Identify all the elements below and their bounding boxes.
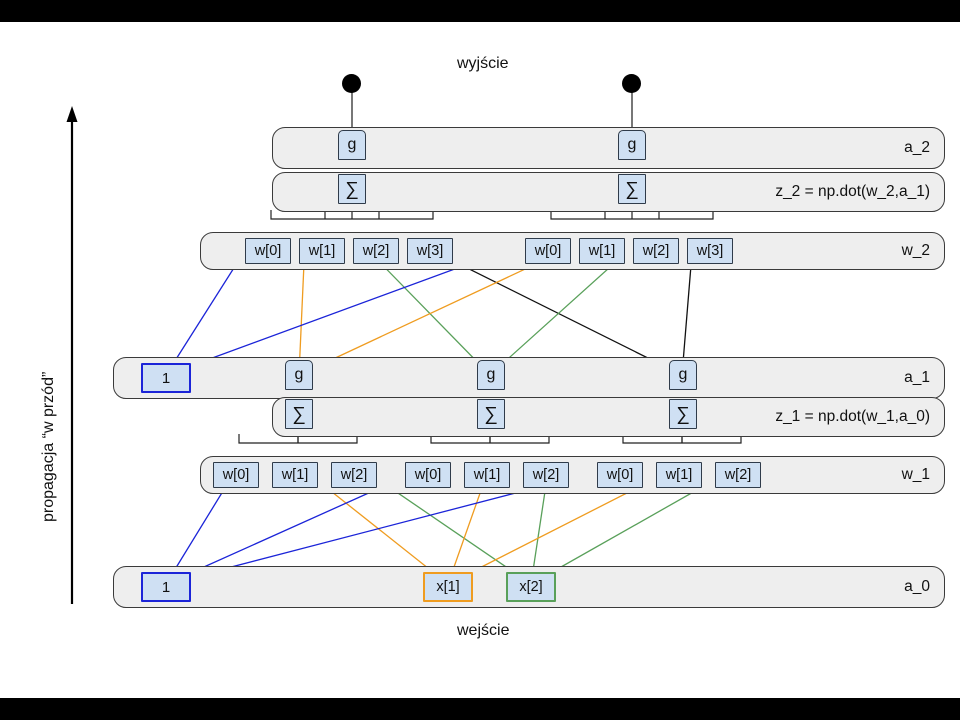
w1-g1-weight-2[interactable]: w[2] [331, 462, 377, 488]
w2-g2-weight-3[interactable]: w[3] [687, 238, 733, 264]
w1-g2-weight-0[interactable]: w[0] [405, 462, 451, 488]
row-a0-label: a_0 [904, 578, 930, 595]
w2-g2-weight-0[interactable]: w[0] [525, 238, 571, 264]
w1-g3-weight-0[interactable]: w[0] [597, 462, 643, 488]
a2-unit-g-2[interactable]: g [618, 130, 646, 160]
z2-unit-sum-1[interactable]: ∑ [338, 174, 366, 204]
output-caption: wyjście [457, 55, 509, 72]
row-a2-label: a_2 [904, 139, 930, 156]
a1-bias-node[interactable]: 1 [141, 363, 191, 393]
z1-unit-sum-1[interactable]: ∑ [285, 399, 313, 429]
a2-unit-g-1[interactable]: g [338, 130, 366, 160]
w2-g2-weight-2[interactable]: w[2] [633, 238, 679, 264]
w2-g1-weight-3[interactable]: w[3] [407, 238, 453, 264]
a1-unit-g-3[interactable]: g [669, 360, 697, 390]
w2-g2-weight-1[interactable]: w[1] [579, 238, 625, 264]
output-dot-1 [342, 74, 361, 93]
a0-input-x1[interactable]: x[1] [423, 572, 473, 602]
w1-g3-weight-2[interactable]: w[2] [715, 462, 761, 488]
a0-input-bias[interactable]: 1 [141, 572, 191, 602]
w1-g1-weight-1[interactable]: w[1] [272, 462, 318, 488]
w2-g1-weight-2[interactable]: w[2] [353, 238, 399, 264]
z2-unit-sum-2[interactable]: ∑ [618, 174, 646, 204]
row-z2-label: z_2 = np.dot(w_2,a_1) [775, 183, 930, 200]
z1-unit-sum-2[interactable]: ∑ [477, 399, 505, 429]
output-dot-2 [622, 74, 641, 93]
row-a1-panel: a_1 [113, 357, 945, 399]
row-z1-panel: z_1 = np.dot(w_1,a_0) [272, 397, 945, 437]
w2-g1-weight-0[interactable]: w[0] [245, 238, 291, 264]
w1-g3-weight-1[interactable]: w[1] [656, 462, 702, 488]
w1-g1-weight-0[interactable]: w[0] [213, 462, 259, 488]
a1-unit-g-2[interactable]: g [477, 360, 505, 390]
w1-g2-weight-2[interactable]: w[2] [523, 462, 569, 488]
w1-g2-weight-1[interactable]: w[1] [464, 462, 510, 488]
row-a2-panel: a_2 [272, 127, 945, 169]
row-a1-label: a_1 [904, 369, 930, 386]
row-w1-label: w_1 [901, 466, 930, 483]
input-caption: wejście [457, 622, 510, 639]
row-w2-label: w_2 [901, 242, 930, 259]
diagram-canvas: wyjście propagacja “w przód” a_2 g g z_2… [0, 22, 960, 698]
z1-unit-sum-3[interactable]: ∑ [669, 399, 697, 429]
side-label: propagacja “w przód” [40, 371, 57, 522]
a0-input-x2[interactable]: x[2] [506, 572, 556, 602]
row-w1-panel: w_1 [200, 456, 945, 494]
a1-unit-g-1[interactable]: g [285, 360, 313, 390]
row-z2-panel: z_2 = np.dot(w_2,a_1) [272, 172, 945, 212]
w2-g1-weight-1[interactable]: w[1] [299, 238, 345, 264]
row-z1-label: z_1 = np.dot(w_1,a_0) [775, 408, 930, 425]
